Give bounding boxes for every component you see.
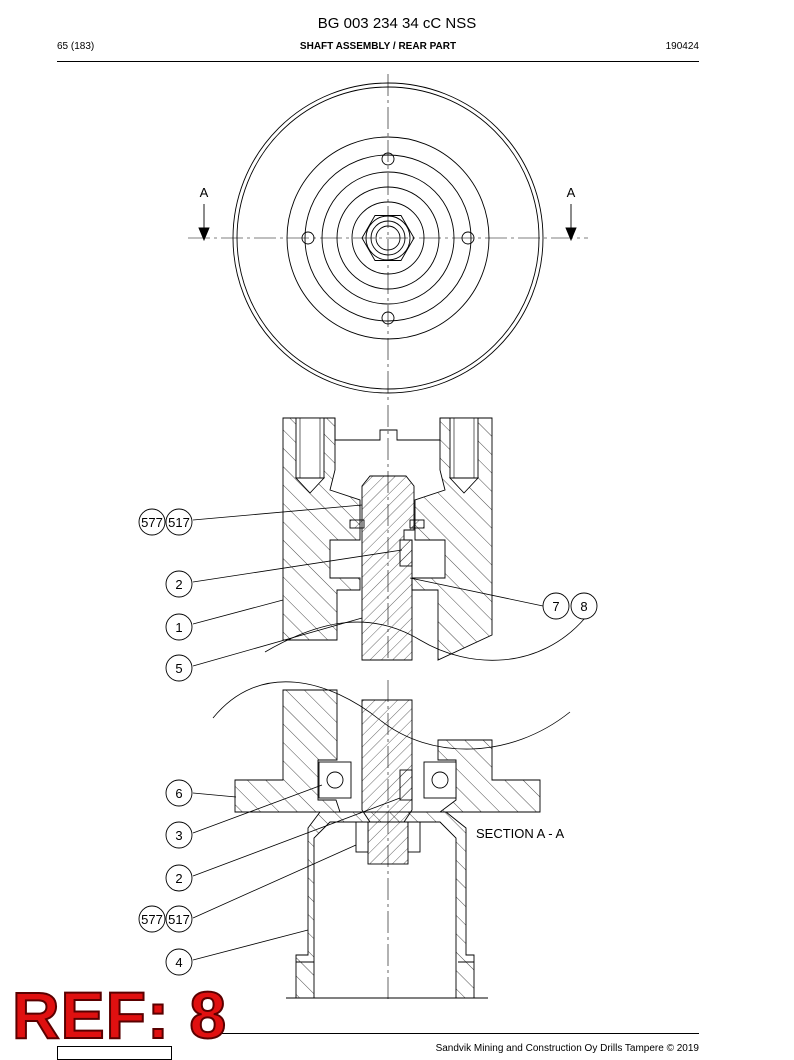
svg-text:517: 517 <box>168 912 190 927</box>
callout-6: 6 <box>165 779 193 807</box>
svg-text:577: 577 <box>141 515 163 530</box>
svg-text:4: 4 <box>175 955 182 970</box>
callout-2-top: 2 <box>165 570 193 598</box>
svg-text:5: 5 <box>175 661 182 676</box>
section-marker-left: A <box>200 185 209 200</box>
callout-3: 3 <box>165 821 193 849</box>
document-title: BG 003 234 34 cC NSS <box>317 15 477 32</box>
svg-text:517: 517 <box>168 515 190 530</box>
leader-lines <box>192 504 544 961</box>
footer-copyright: Sandvik Mining and Construction Oy Drill… <box>435 1043 699 1054</box>
svg-text:2: 2 <box>175 577 182 592</box>
callout-577-bottom: 577 <box>138 905 166 933</box>
svg-text:6: 6 <box>175 786 182 801</box>
ref-label: REF: 8 <box>11 978 228 1052</box>
svg-text:7: 7 <box>552 599 559 614</box>
svg-text:8: 8 <box>580 599 587 614</box>
header-rule <box>57 61 699 62</box>
callout-8: 8 <box>570 592 598 620</box>
section-marker-right: A <box>567 185 576 200</box>
callout-577-top: 577 <box>138 508 166 536</box>
section-view-lower <box>212 405 571 1000</box>
page-number: 65 (183) <box>57 41 95 52</box>
callout-517-top: 517 <box>165 508 193 536</box>
section-label: SECTION A - A <box>476 826 564 841</box>
callout-5: 5 <box>165 654 193 682</box>
top-view <box>188 74 588 400</box>
section-view-upper <box>264 417 586 661</box>
svg-text:1: 1 <box>175 620 182 635</box>
footer-rule <box>215 1033 699 1034</box>
svg-text:2: 2 <box>175 871 182 886</box>
callout-517-bottom: 517 <box>165 905 193 933</box>
callout-1: 1 <box>165 613 193 641</box>
document-date: 190424 <box>665 41 699 52</box>
svg-text:577: 577 <box>141 912 163 927</box>
callout-2-bottom: 2 <box>165 864 193 892</box>
callout-4: 4 <box>165 948 193 976</box>
section-title: SHAFT ASSEMBLY / REAR PART <box>299 41 457 52</box>
callout-7: 7 <box>542 592 570 620</box>
svg-text:3: 3 <box>175 828 182 843</box>
